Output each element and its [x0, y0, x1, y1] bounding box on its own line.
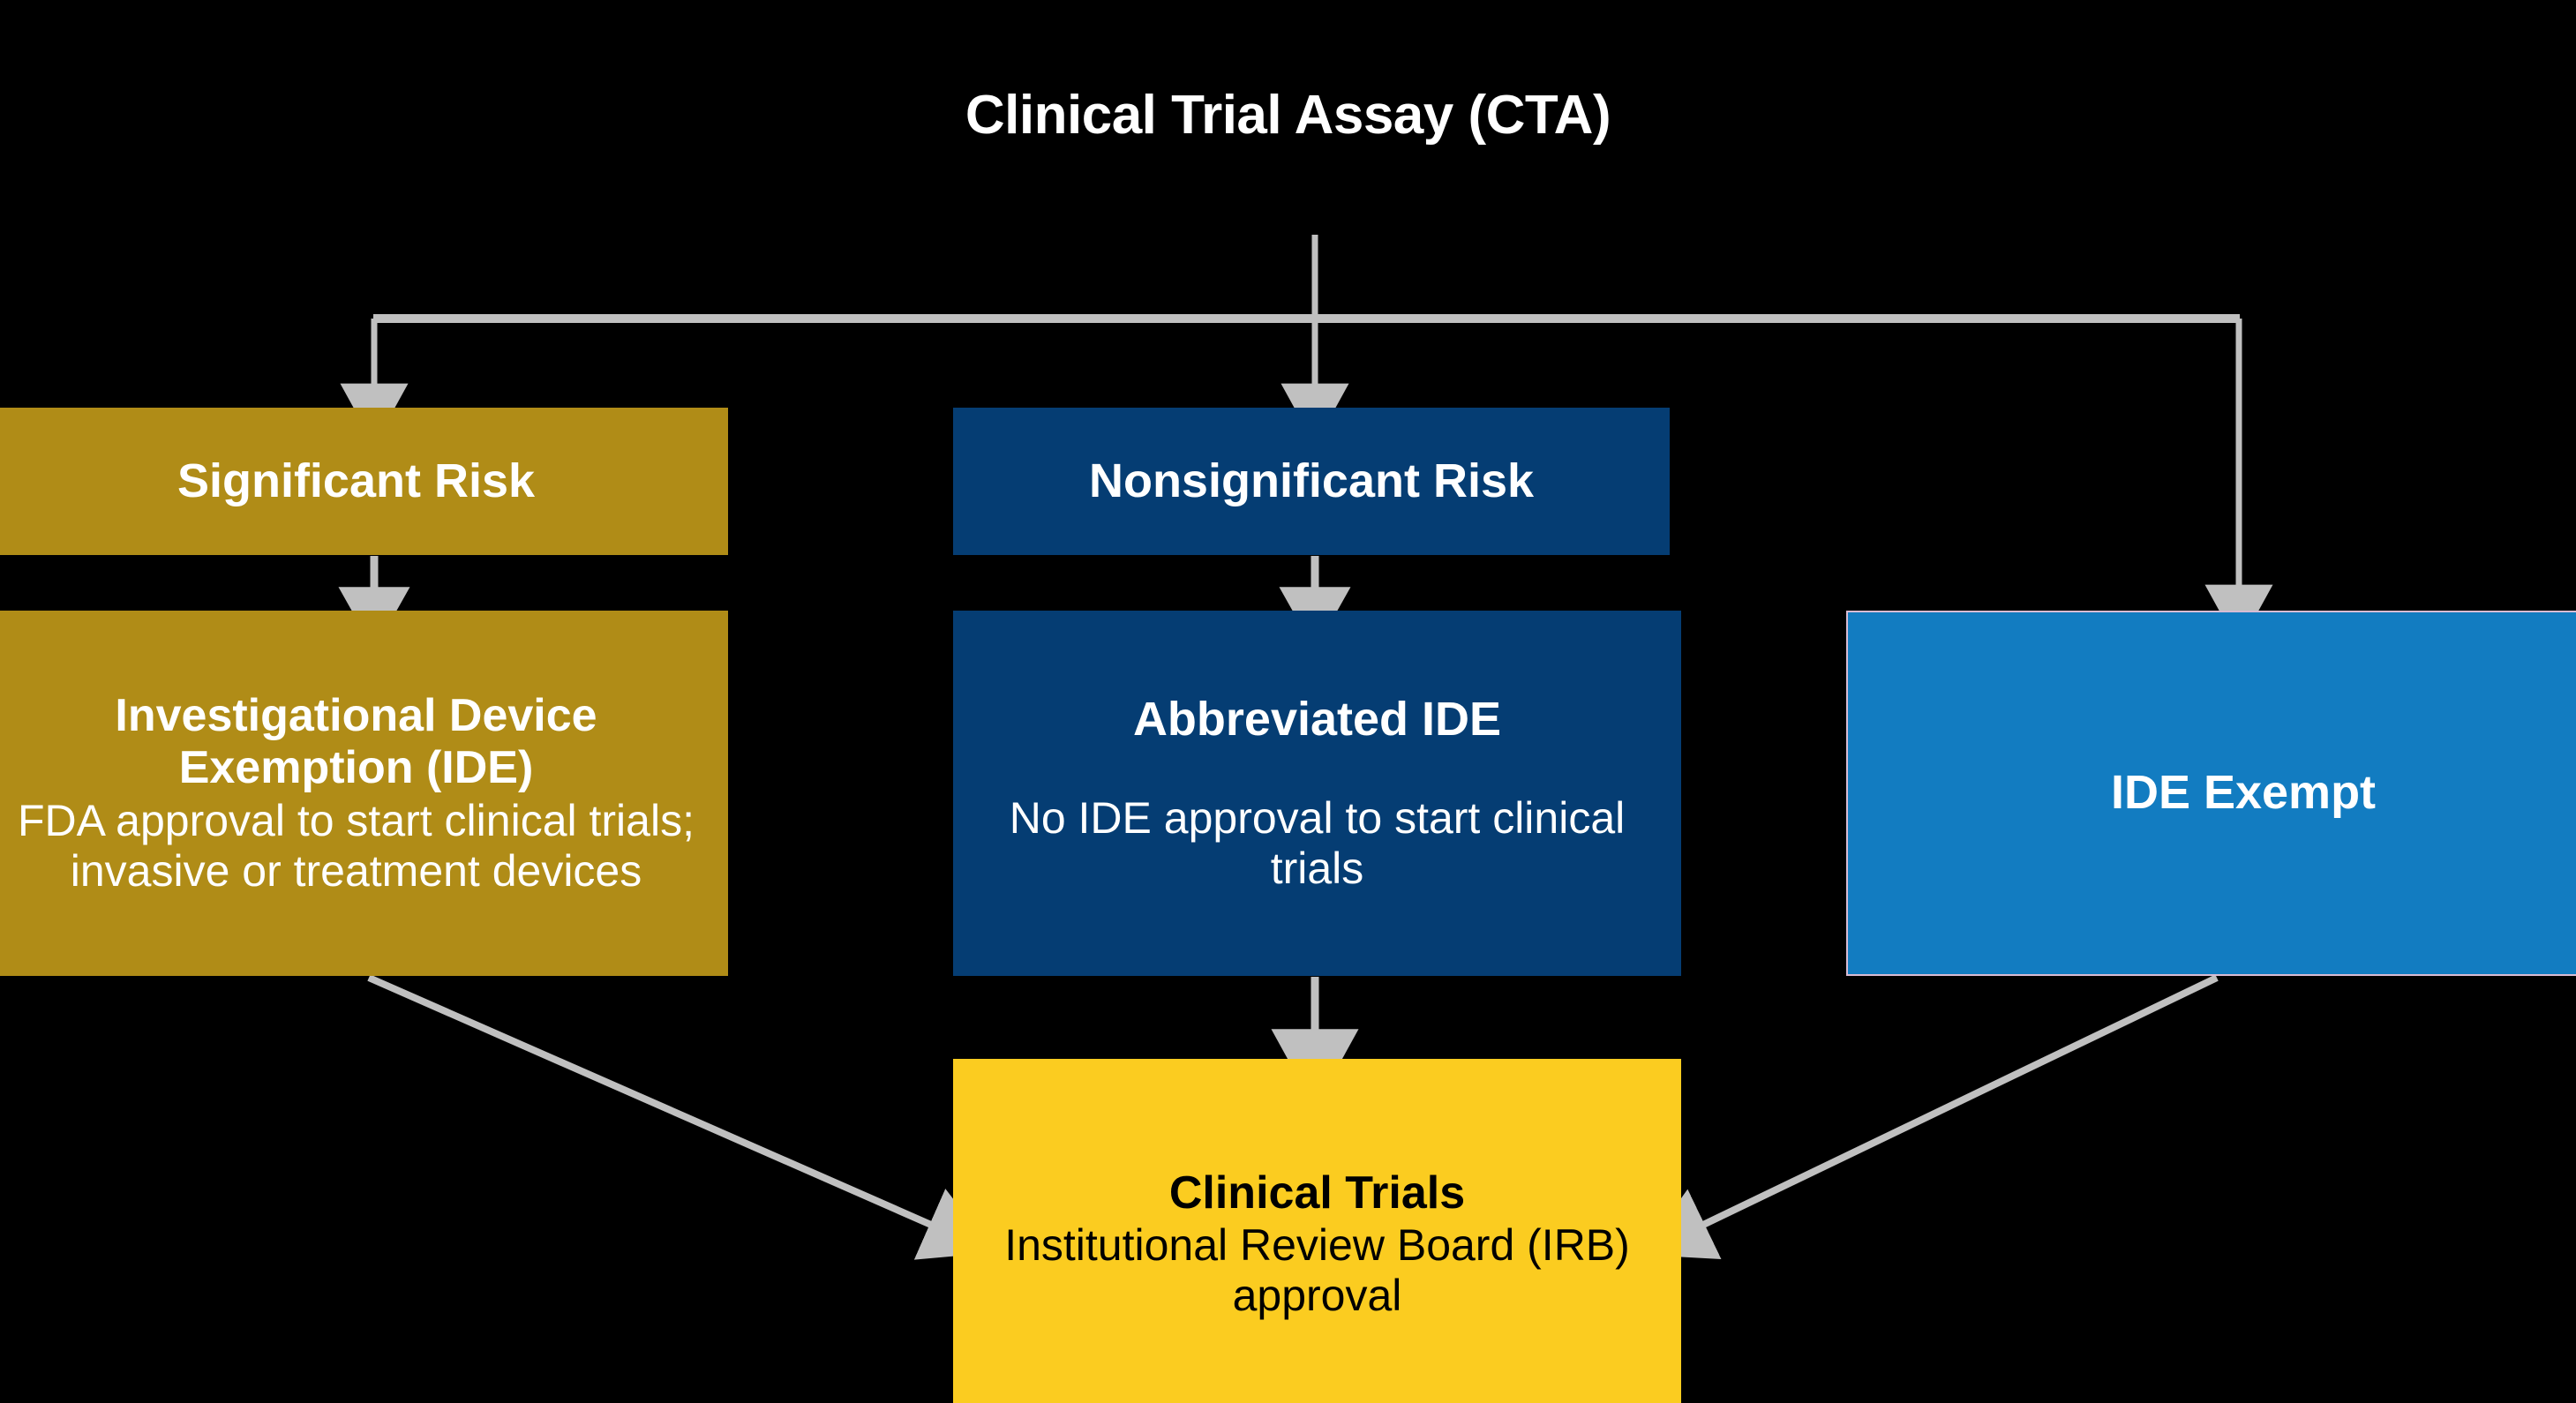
node-ide-exempt[interactable]: IDE Exempt [1846, 611, 2576, 976]
node-ide-exempt-label: IDE Exempt [2110, 766, 2377, 820]
node-ide-body: FDA approval to start clinical trials; i… [18, 796, 695, 897]
connector-ide-to-clinical-trials [367, 974, 995, 1260]
node-significant-risk[interactable]: Significant Risk [0, 408, 728, 555]
node-abbreviated-ide-heading: Abbreviated IDE [1132, 693, 1502, 747]
node-nonsignificant-risk[interactable]: Nonsignificant Risk [953, 408, 1670, 555]
node-abbreviated-ide[interactable]: Abbreviated IDE No IDE approval to start… [953, 611, 1681, 976]
node-significant-risk-label: Significant Risk [176, 454, 536, 507]
node-abbreviated-ide-body: No IDE approval to start clinical trials [1009, 792, 1626, 893]
node-clinical-trials-heading: Clinical Trials [1168, 1167, 1466, 1219]
connector-ide-exempt-to-clinical-trials [1641, 974, 2219, 1259]
node-nonsignificant-risk-label: Nonsignificant Risk [1088, 454, 1535, 507]
node-clinical-trials[interactable]: Clinical Trials Institutional Review Boa… [953, 1059, 1681, 1403]
node-clinical-trials-body: Institutional Review Board (IRB) approva… [1004, 1219, 1630, 1320]
node-ide-heading: Investigational Device Exemption (IDE) [115, 689, 597, 793]
page-title: Clinical Trial Assay (CTA) [965, 85, 1611, 146]
node-investigational-device-exemption[interactable]: Investigational Device Exemption (IDE) F… [0, 611, 728, 976]
